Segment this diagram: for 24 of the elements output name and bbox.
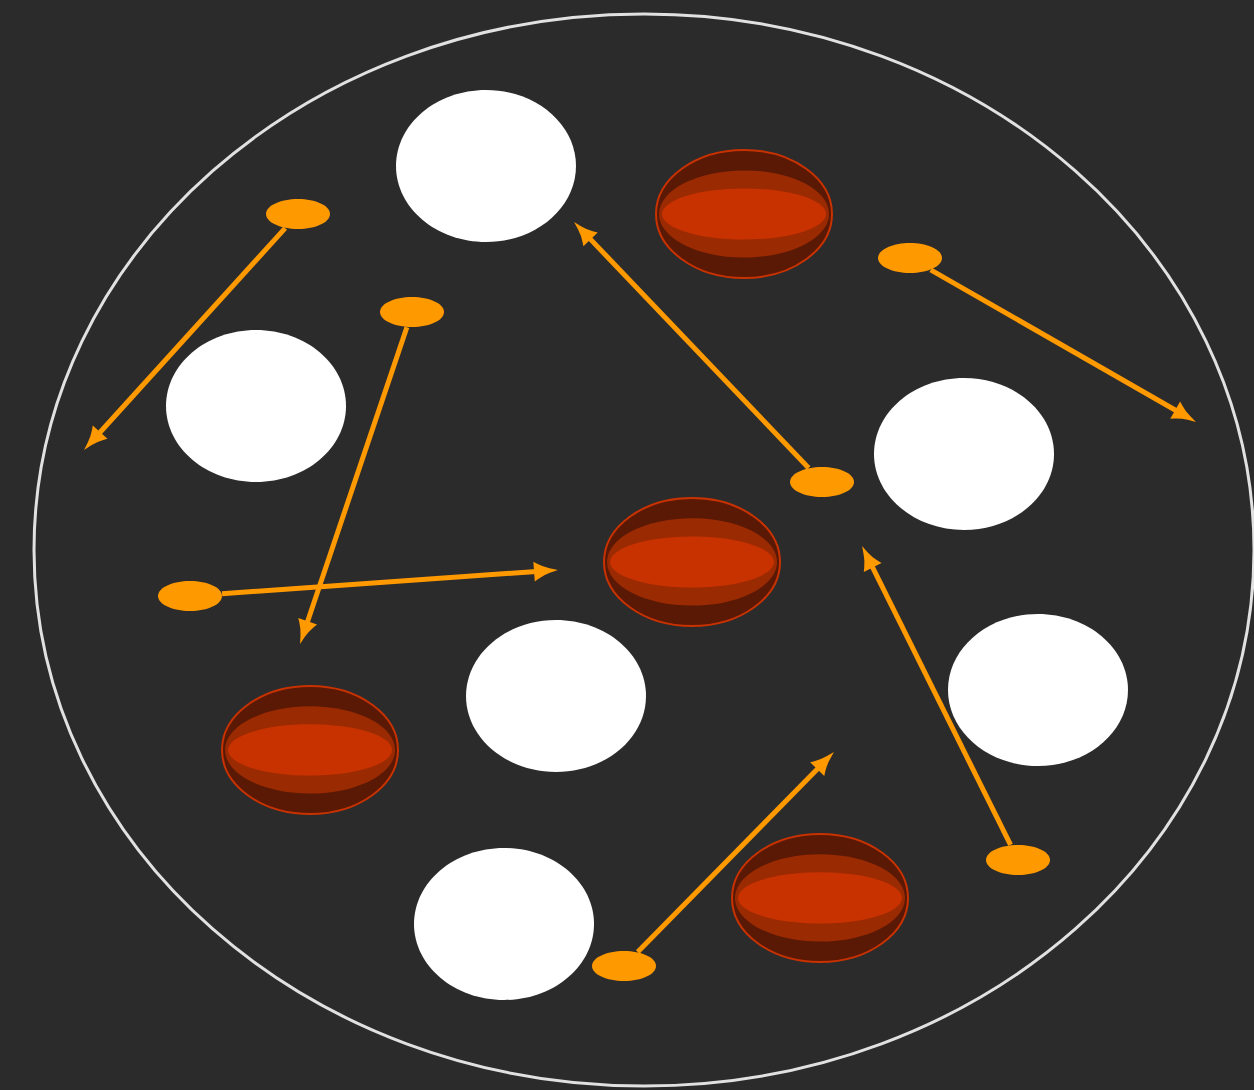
small-dot [592, 950, 656, 981]
arrow [87, 226, 288, 446]
disc [396, 89, 576, 242]
disc [466, 619, 646, 772]
small-dot [878, 242, 942, 273]
small-dot [380, 297, 444, 327]
shaded-disc [655, 149, 833, 279]
arrow [577, 226, 811, 470]
small-dot [158, 580, 222, 611]
disc [874, 377, 1054, 530]
small-dot [986, 844, 1050, 875]
arrow [221, 563, 552, 597]
shaded-disc [731, 832, 909, 963]
arrow [863, 551, 1013, 847]
disc [414, 847, 594, 1000]
arrow [929, 267, 1191, 420]
arrow [299, 326, 410, 638]
small-dot [266, 198, 330, 229]
arrow [635, 755, 831, 954]
shaded-disc [221, 684, 399, 815]
small-dot [790, 467, 854, 497]
disc [166, 330, 346, 482]
shaded-disc [603, 496, 781, 627]
disc [948, 614, 1128, 766]
